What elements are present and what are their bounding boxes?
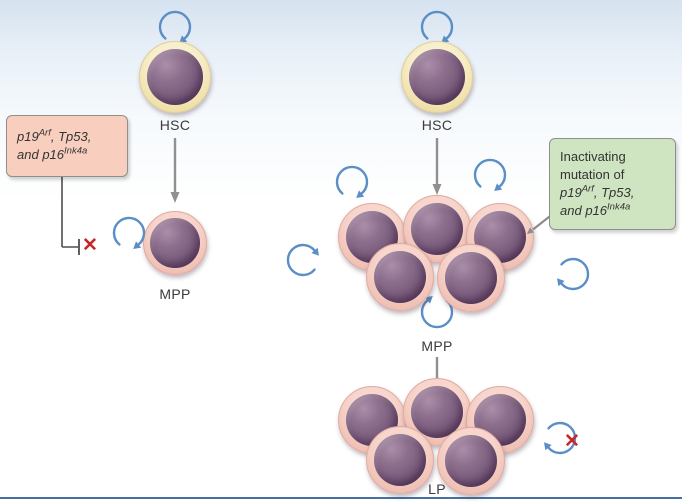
hsc-cell (139, 41, 211, 113)
bottom-rule (0, 497, 682, 499)
cell-body (410, 385, 464, 439)
hsc-label: HSC (159, 117, 191, 133)
gene-p19: p19 (17, 129, 39, 145)
self-renewal-arrow-icon (473, 158, 507, 193)
self-renewal-arrow-icon (555, 257, 590, 291)
mutation-box: Inactivating mutation of p19Arf, Tp53, a… (549, 138, 676, 230)
hsc-label: HSC (421, 117, 453, 133)
gene-p16-sup: Ink4a (64, 145, 88, 157)
cell-body (373, 433, 427, 487)
mpp-cluster-cell (403, 195, 471, 263)
mpp-label: MPP (421, 338, 453, 354)
mutation-box-line3: p19Arf, Tp53, (560, 184, 665, 202)
inhibition-tee-icon (61, 177, 80, 255)
mpp-cluster-cell (437, 244, 505, 312)
mutation-box-line1: Inactivating (560, 149, 626, 165)
lp-cluster-cell (437, 427, 505, 495)
mutation-box-line2: mutation of (560, 167, 625, 183)
gene-tp53: , Tp53, (593, 185, 635, 200)
cell-body (373, 250, 427, 304)
gene-and: and (560, 202, 586, 218)
gene-p19: p19 (560, 185, 582, 200)
gene-p16: p16 (585, 202, 608, 218)
gene-p16-sup: Ink4a (607, 201, 631, 213)
mutation-box-line4: and p16Ink4a (560, 202, 665, 220)
cell-body (444, 434, 498, 488)
gene-tp53: , Tp53, (50, 129, 92, 145)
gene-p19-sup: Arf (581, 183, 594, 195)
mpp-label: MPP (159, 286, 191, 302)
gene-p19-sup: Arf (38, 127, 51, 139)
mpp-cluster-cell (366, 243, 434, 311)
differentiation-arrow-icon (170, 138, 180, 203)
gene-box: p19Arf, Tp53, and p16Ink4a (6, 115, 128, 177)
mpp-cell (143, 211, 207, 275)
cell-body (444, 251, 498, 305)
differentiation-arrow-icon (432, 138, 442, 195)
self-renewal-arrow-icon (286, 243, 321, 277)
cell-body (410, 202, 464, 256)
lp-label: LP (428, 481, 446, 497)
lp-cluster-cell (366, 426, 434, 494)
gene-box-line1: p19Arf, Tp53, (17, 128, 117, 146)
self-renewal-arrow-icon (112, 216, 146, 251)
blocked-x-icon: ✕ (82, 235, 98, 256)
cell-body (150, 218, 200, 268)
blocked-x-icon: ✕ (564, 431, 580, 452)
gene-and: and (17, 147, 43, 162)
cell-body (409, 49, 465, 105)
hsc-cell (401, 41, 473, 113)
self-renewal-arrow-icon (335, 165, 369, 200)
gene-box-line2: and p16Ink4a (17, 146, 117, 164)
gene-p16: p16 (42, 147, 65, 162)
cell-body (147, 49, 203, 105)
